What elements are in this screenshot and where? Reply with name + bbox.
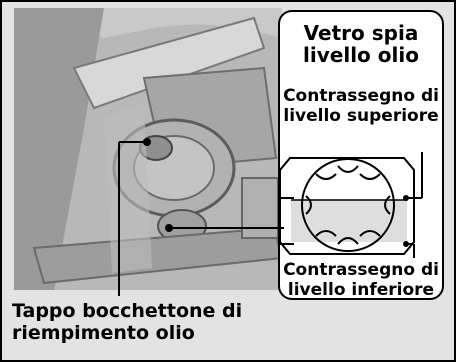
filler-cap-line1: Tappo bocchettone di xyxy=(12,300,243,322)
lower-level-mark-label: Contrassegno di livello inferiore xyxy=(278,260,444,301)
filler-cap-line2: riempimento olio xyxy=(12,322,195,345)
upper-level-mark-line2: livello superiore xyxy=(283,106,439,127)
filler-cap-label: Tappo bocchettone di riempimento olio xyxy=(12,300,282,345)
lower-level-mark-line1: Contrassegno di xyxy=(283,260,439,280)
upper-level-mark-line1: Contrassegno di xyxy=(283,86,439,106)
engine-illustration xyxy=(14,8,282,290)
sight-glass-title-line1: Vetro spia xyxy=(303,21,419,45)
sight-glass-title: Vetro spia livello olio xyxy=(278,22,444,67)
lower-level-mark-line2: livello inferiore xyxy=(287,280,435,301)
sight-glass-title-line2: livello olio xyxy=(303,43,419,68)
upper-level-mark-label: Contrassegno di livello superiore xyxy=(278,86,444,127)
